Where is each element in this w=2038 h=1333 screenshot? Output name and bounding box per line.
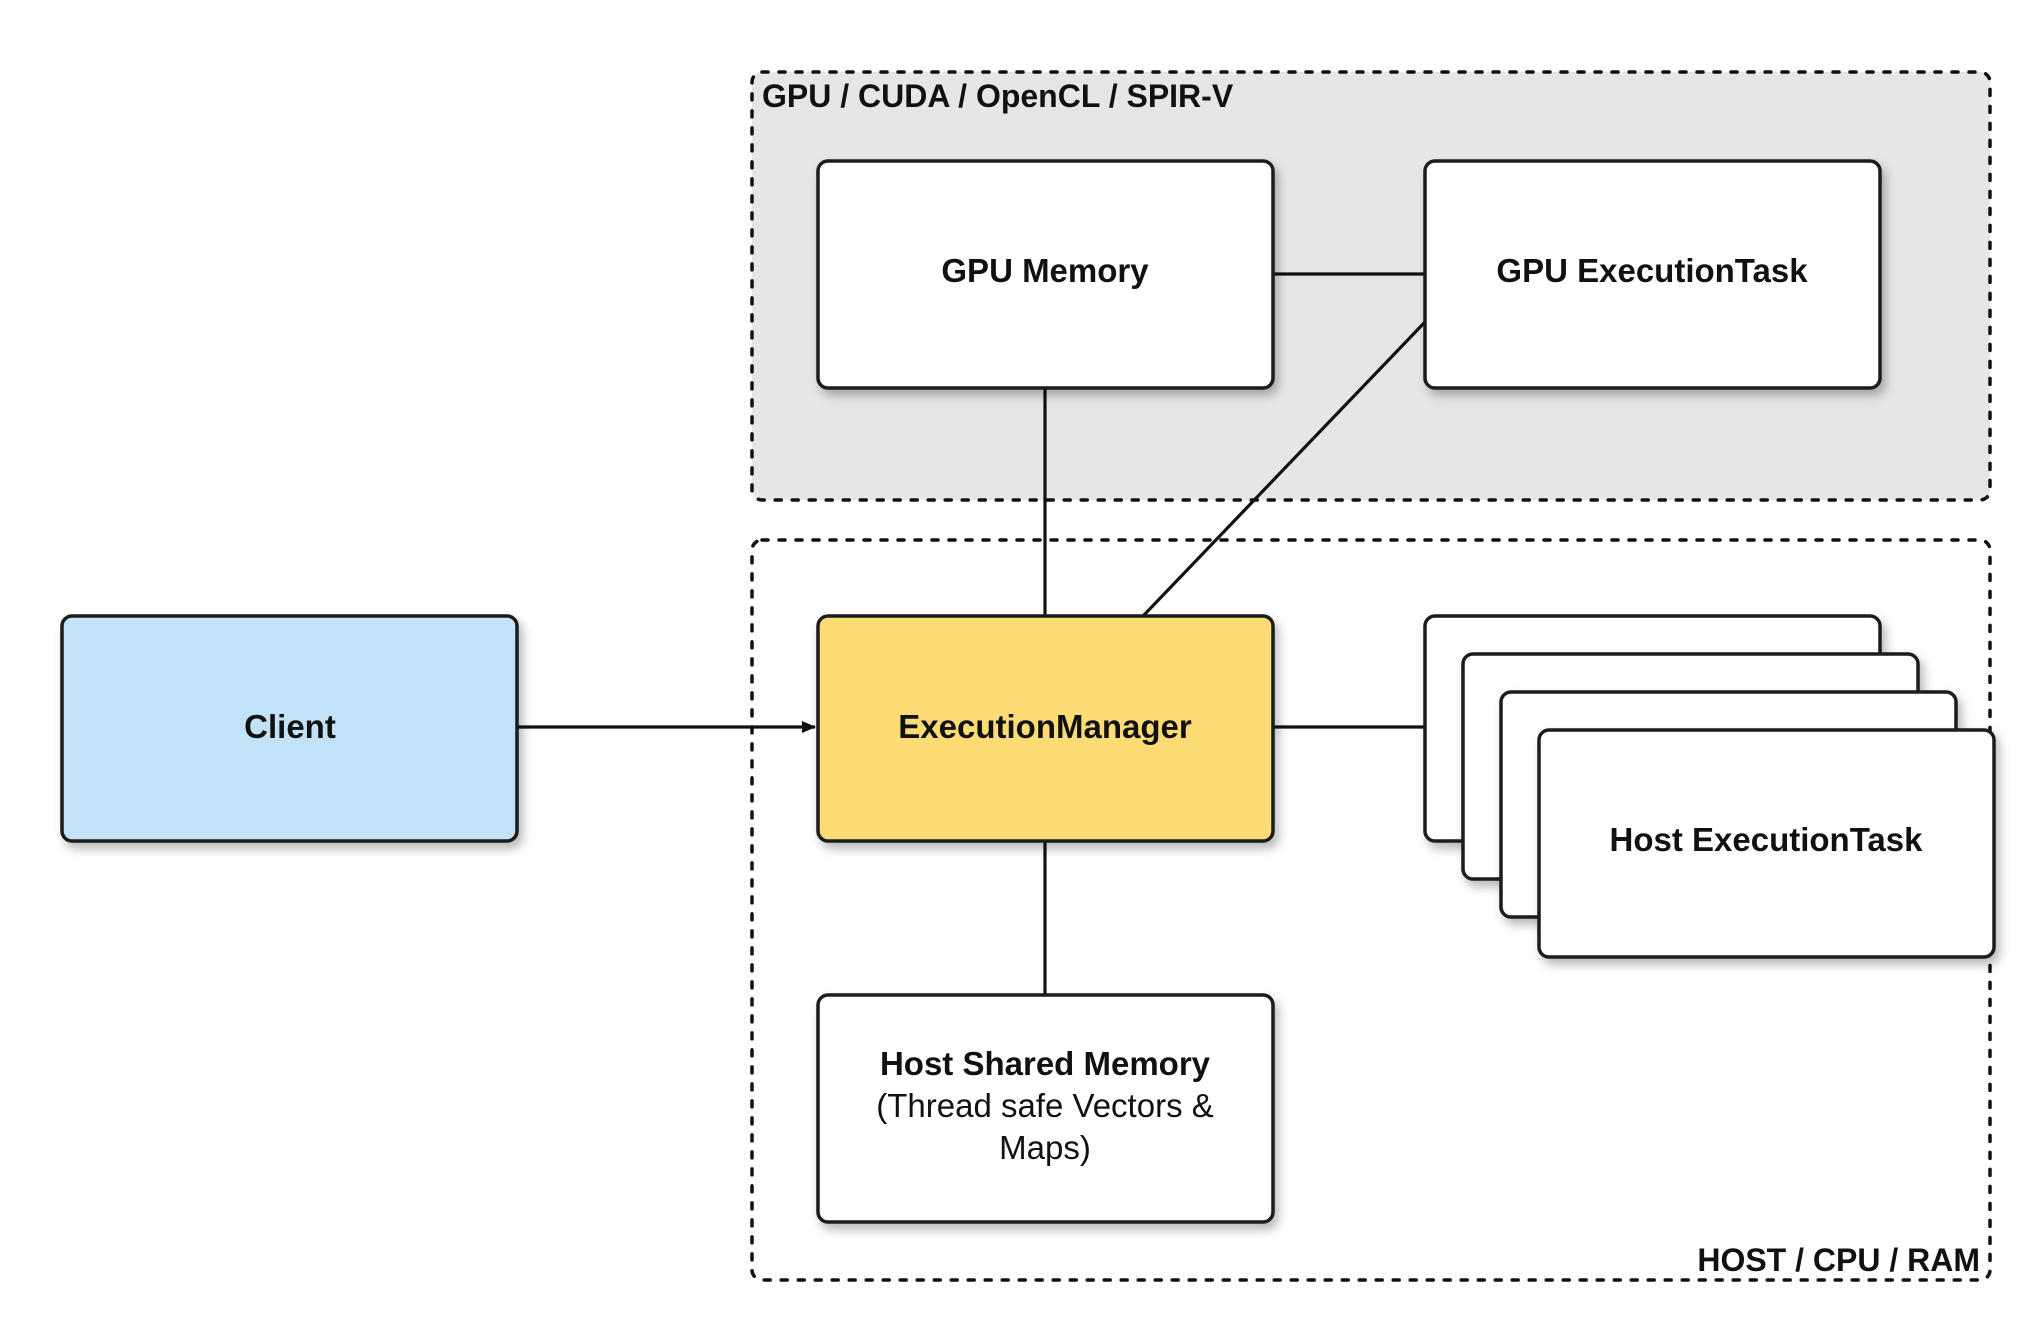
edges — [517, 272, 1427, 995]
execution-manager-label: ExecutionManager — [898, 708, 1192, 745]
gpu-memory-node: GPU Memory — [816, 159, 1275, 390]
host-shared-memory-box — [816, 993, 1275, 1224]
client-node: Client — [60, 614, 519, 843]
gpu-execution-task-node: GPU ExecutionTask — [1423, 159, 1882, 390]
host-execution-task-label: Host ExecutionTask — [1610, 821, 1924, 858]
gpu-memory-box — [816, 159, 1275, 390]
host-shared-memory-subtitle-line1: (Thread safe Vectors & — [876, 1087, 1214, 1124]
host-shared-memory-node: Host Shared Memory (Thread safe Vectors … — [816, 993, 1275, 1224]
execution-manager-box — [816, 614, 1275, 843]
gpu-region-label: GPU / CUDA / OpenCL / SPIR-V — [762, 78, 1234, 114]
gpu-execution-task-box — [1423, 159, 1882, 390]
execution-manager-node: ExecutionManager — [816, 614, 1275, 843]
gpu-execution-task-label: GPU ExecutionTask — [1496, 252, 1808, 289]
host-region-label: HOST / CPU / RAM — [1697, 1242, 1980, 1278]
edge-execution-manager-to-gpu-execution-task — [1141, 320, 1427, 618]
client-box — [60, 614, 519, 843]
client-label: Client — [244, 708, 336, 745]
host-shared-memory-subtitle-line2: Maps) — [999, 1129, 1091, 1166]
host-execution-task-stack: Host ExecutionTask — [1423, 614, 1996, 959]
gpu-memory-label: GPU Memory — [941, 252, 1149, 289]
host-execution-task-box — [1537, 728, 1996, 959]
host-shared-memory-title: Host Shared Memory — [880, 1045, 1211, 1082]
